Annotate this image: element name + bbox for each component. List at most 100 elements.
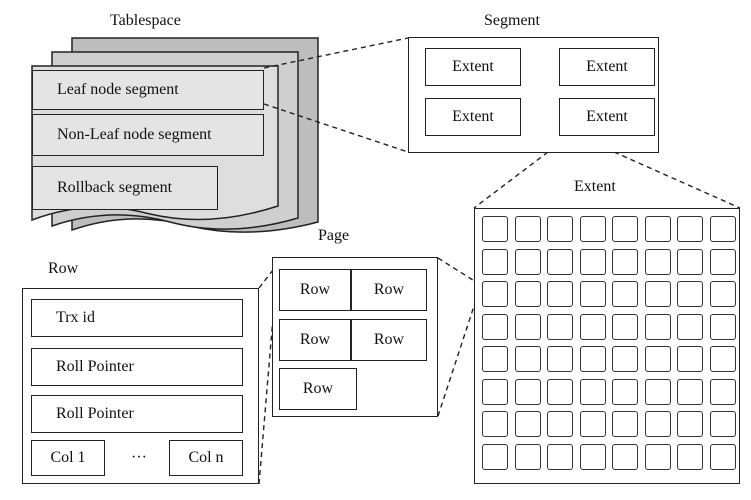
extent-page-cell bbox=[579, 411, 606, 437]
tablespace-title: Tablespace bbox=[110, 12, 181, 29]
extent-page-cell bbox=[709, 346, 736, 372]
row-col-ellipsis: ··· bbox=[131, 449, 147, 466]
extent-page-cell bbox=[644, 411, 671, 437]
extent-page-cell bbox=[482, 378, 508, 405]
segment-extent: Extent bbox=[559, 48, 655, 86]
row-field-roll-pointer: Roll Pointer bbox=[31, 348, 243, 386]
row-col-first: Col 1 bbox=[31, 440, 105, 476]
extent-page-cell bbox=[482, 216, 508, 242]
connector-extent-to-grid-left bbox=[473, 151, 549, 209]
extent-page-cell bbox=[709, 378, 736, 405]
extent-page-cell bbox=[579, 378, 606, 405]
extent-page-cell bbox=[677, 281, 703, 307]
segment-box: Extent Extent Extent Extent bbox=[408, 37, 659, 153]
extent-page-cell bbox=[514, 443, 541, 470]
page-row: Row bbox=[351, 269, 427, 311]
extent-page-cell bbox=[644, 248, 671, 275]
page-row: Row bbox=[351, 319, 427, 361]
connector-row-to-page-top bbox=[258, 269, 274, 289]
extent-page-cell bbox=[579, 346, 606, 372]
page-box: Row Row Row Row Row bbox=[272, 257, 438, 417]
connector-extent-to-grid-right bbox=[613, 151, 741, 209]
page-row: Row bbox=[279, 269, 351, 311]
extent-page-cell bbox=[644, 346, 671, 372]
extent-page-cell bbox=[482, 443, 508, 470]
extent-page-cell bbox=[612, 411, 638, 437]
rollback-segment: Rollback segment bbox=[32, 166, 218, 210]
extent-page-cell bbox=[579, 281, 606, 307]
extent-page-cell bbox=[677, 313, 703, 340]
extent-page-cell bbox=[677, 346, 703, 372]
connector-leaf-to-segment-top bbox=[263, 37, 409, 69]
extent-page-cell bbox=[677, 411, 703, 437]
page-row: Row bbox=[279, 319, 351, 361]
extent-page-cell bbox=[709, 443, 736, 470]
connector-page-to-grid-top bbox=[437, 257, 477, 283]
page-title: Page bbox=[318, 227, 350, 244]
extent-page-cell bbox=[644, 313, 671, 340]
extent-page-cell bbox=[514, 346, 541, 372]
row-field-trx-id: Trx id bbox=[31, 299, 243, 337]
non-leaf-node-segment: Non-Leaf node segment bbox=[32, 114, 264, 156]
extent-page-cell bbox=[579, 248, 606, 275]
extent-page-cell bbox=[514, 248, 541, 275]
extent-page-cell bbox=[547, 411, 573, 437]
extent-page-cell bbox=[612, 313, 638, 340]
extent-page-cell bbox=[482, 346, 508, 372]
extent-page-cell bbox=[612, 281, 638, 307]
connector-leaf-to-segment-bottom bbox=[263, 103, 409, 153]
extent-page-cell bbox=[547, 313, 573, 340]
extent-page-cell bbox=[514, 378, 541, 405]
extent-page-cell bbox=[612, 248, 638, 275]
extent-page-cell bbox=[709, 216, 736, 242]
row-col-last: Col n bbox=[169, 440, 243, 476]
extent-page-cell bbox=[514, 281, 541, 307]
extent-page-cell bbox=[482, 248, 508, 275]
extent-page-grid bbox=[474, 208, 740, 484]
segment-extent: Extent bbox=[559, 98, 655, 136]
extent-page-cell bbox=[677, 443, 703, 470]
extent-page-cell bbox=[709, 281, 736, 307]
extent-page-cell bbox=[514, 411, 541, 437]
segment-title: Segment bbox=[484, 12, 540, 29]
extent-page-cell bbox=[514, 216, 541, 242]
page-row: Row bbox=[279, 368, 357, 410]
extent-page-cell bbox=[579, 443, 606, 470]
extent-page-cell bbox=[482, 313, 508, 340]
extent-page-cell bbox=[612, 378, 638, 405]
extent-page-cell bbox=[612, 216, 638, 242]
extent-page-cell bbox=[547, 281, 573, 307]
extent-page-cell bbox=[547, 248, 573, 275]
extent-page-cell bbox=[547, 216, 573, 242]
connector-row-to-page-bottom bbox=[258, 317, 274, 485]
extent-page-cell bbox=[709, 248, 736, 275]
extent-page-cell bbox=[612, 443, 638, 470]
connector-page-to-grid-bottom bbox=[437, 299, 477, 417]
segment-extent: Extent bbox=[425, 48, 521, 86]
segment-extent: Extent bbox=[425, 98, 521, 136]
extent-page-cell bbox=[677, 378, 703, 405]
extent-page-cell bbox=[547, 378, 573, 405]
extent-page-cell bbox=[677, 216, 703, 242]
extent-page-cell bbox=[677, 248, 703, 275]
extent-page-cell bbox=[547, 346, 573, 372]
extent-page-cell bbox=[709, 411, 736, 437]
extent-page-cell bbox=[547, 443, 573, 470]
extent-page-cell bbox=[514, 313, 541, 340]
extent-page-cell bbox=[579, 313, 606, 340]
extent-page-cell bbox=[482, 281, 508, 307]
extent-page-cell bbox=[482, 411, 508, 437]
extent-page-cell bbox=[644, 378, 671, 405]
row-field-roll-pointer: Roll Pointer bbox=[31, 395, 243, 433]
extent-page-cell bbox=[644, 443, 671, 470]
extent-page-cell bbox=[644, 281, 671, 307]
extent-page-cell bbox=[709, 313, 736, 340]
extent-page-cell bbox=[612, 346, 638, 372]
extent-title: Extent bbox=[574, 178, 616, 195]
extent-page-cell bbox=[644, 216, 671, 242]
row-box: Trx id Roll Pointer Roll Pointer Col 1 ·… bbox=[22, 288, 259, 484]
extent-page-cell bbox=[579, 216, 606, 242]
row-title: Row bbox=[48, 260, 79, 277]
leaf-node-segment: Leaf node segment bbox=[32, 70, 264, 110]
